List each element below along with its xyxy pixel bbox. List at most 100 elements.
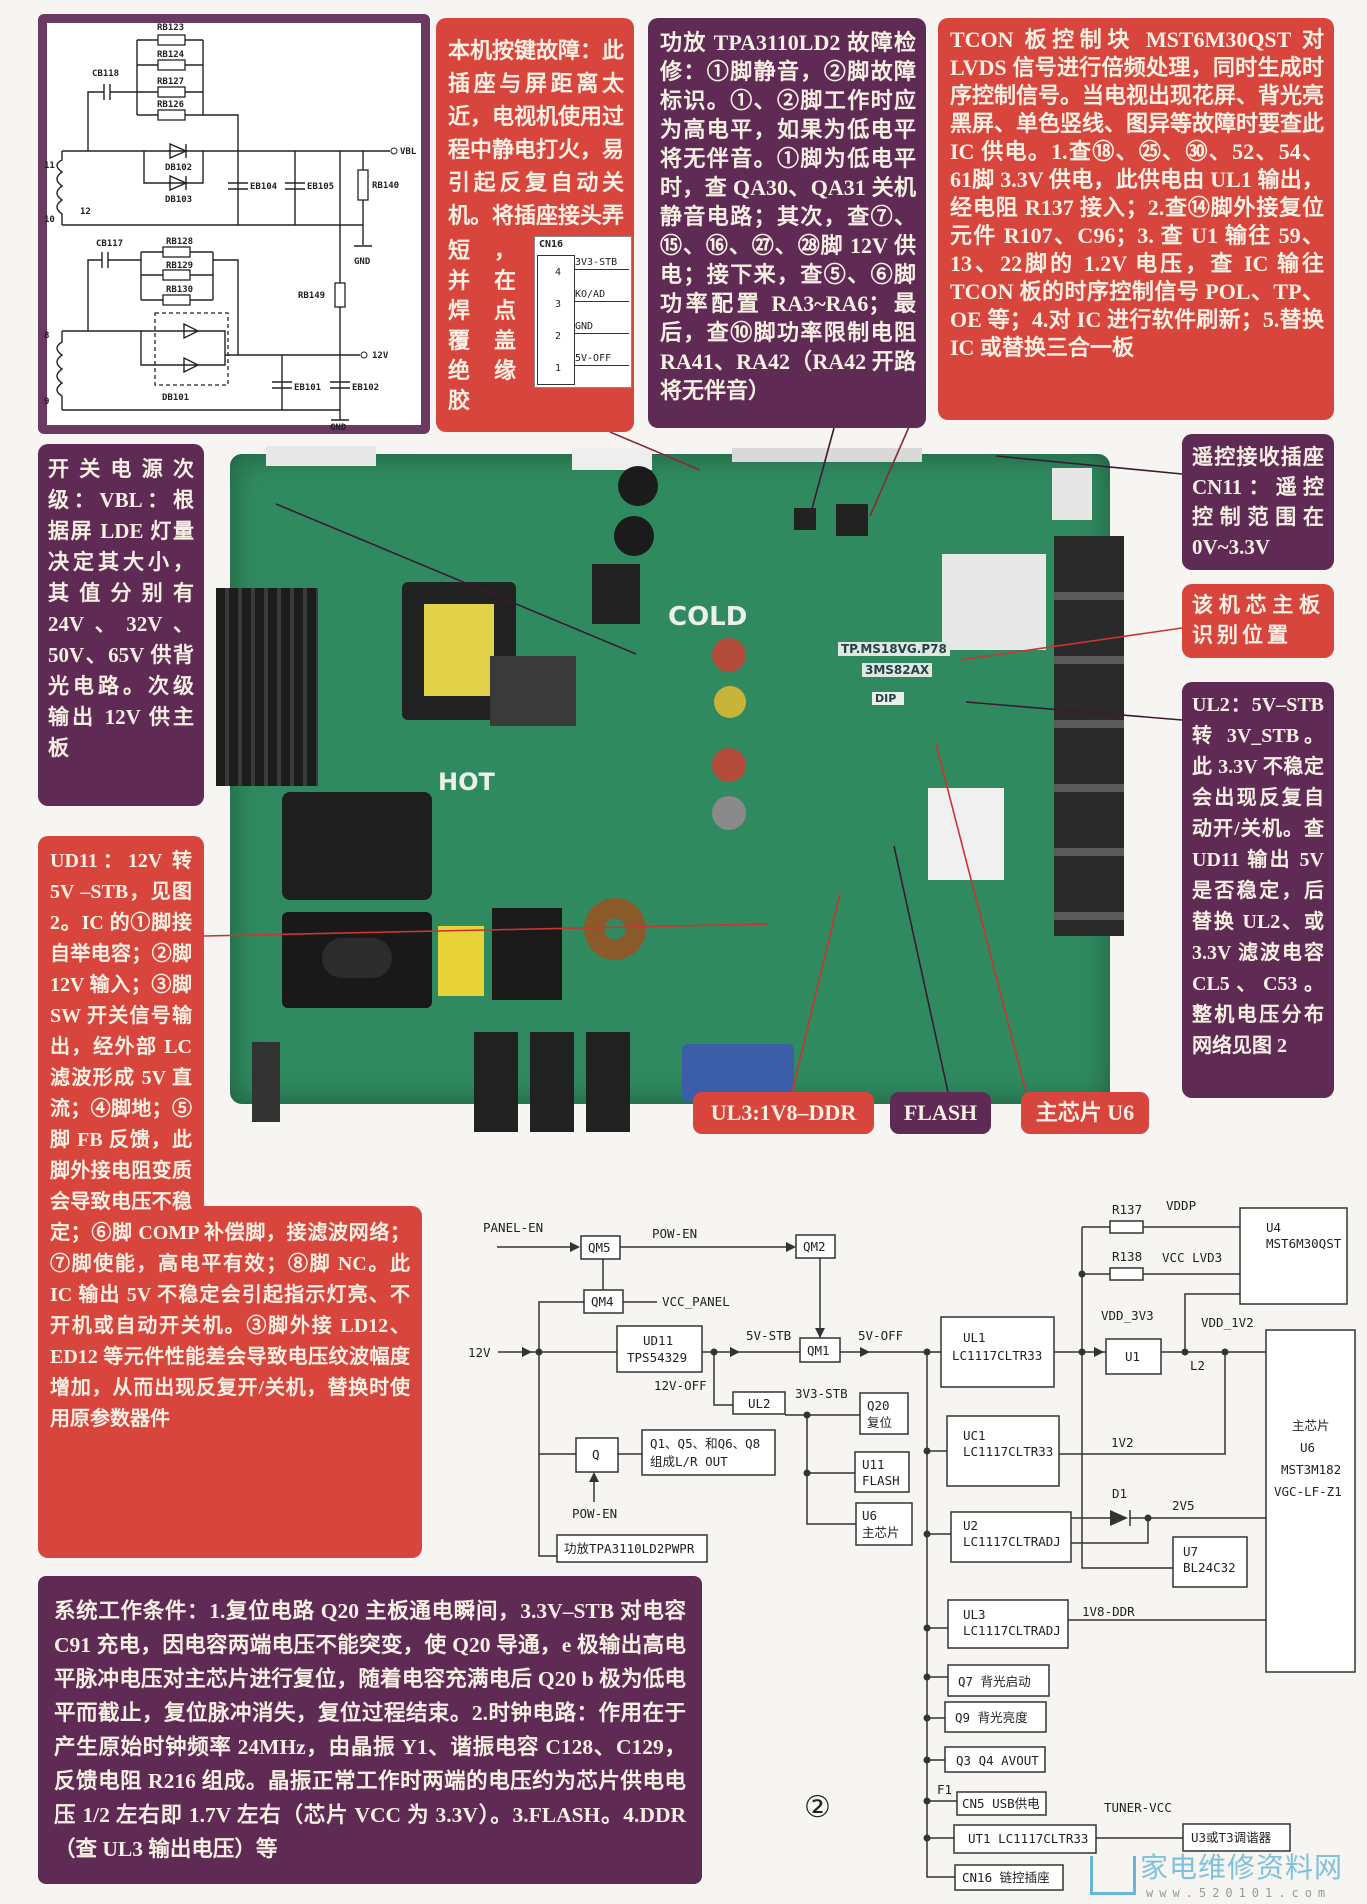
lbl-vdd-3v3: VDD_3V3 [1101, 1308, 1154, 1323]
amp-fault-text: 功放 TPA3110LD2 故障检修：①脚静音，②脚故障标识。①、②脚工作时应为… [660, 30, 916, 403]
block-qm4 [583, 1289, 624, 1314]
pin-name: 5V-OFF [575, 353, 629, 366]
lbl-u11-flash: FLASH [862, 1473, 900, 1488]
block-ud11 [616, 1325, 703, 1373]
cn16-pin: 4 3V3-STB [555, 257, 629, 279]
electrolytic-capacitor [714, 686, 746, 718]
lbl-l2: L2 [1190, 1358, 1205, 1373]
dip-label: DIP [872, 692, 905, 705]
block-qm5 [580, 1235, 621, 1260]
pin-name: 3V3-STB [575, 257, 629, 270]
block-cn16 [954, 1864, 1064, 1891]
lbl-q: Q [592, 1447, 600, 1462]
electrolytic-capacitor [618, 466, 658, 506]
lbl-qm5: QM5 [588, 1240, 611, 1255]
figure-number: ② [804, 1791, 831, 1824]
lbl-vddp: VDDP [1166, 1198, 1196, 1213]
pin-number: 4 [555, 267, 562, 278]
block-u1 [1105, 1338, 1162, 1375]
lbl-q20: Q20 [867, 1398, 890, 1413]
lbl-tuner-vcc: TUNER-VCC [1104, 1800, 1172, 1815]
cn16-connector-diagram: CN16 4 3V3-STB 3 KO/AD 2 GND 1 5V-OFF [534, 236, 632, 388]
lbl-qm1: QM1 [807, 1343, 830, 1358]
psu-secondary-schematic [38, 14, 430, 434]
lbl-12v: 12V [468, 1345, 491, 1360]
pin-number: 3 [555, 299, 562, 310]
psu-secondary-text: 开关电源次级：VBL：根据屏 LDE 灯量决定其大小，其值分别有 24V、32V… [48, 457, 194, 760]
lbl-uc1-part: LC1117CLTR33 [963, 1444, 1053, 1459]
crystal [592, 564, 640, 624]
board-code-label: 3MS82AX [862, 663, 933, 677]
block-u6-main-chip [1265, 1329, 1356, 1673]
lbl-amp: 功放TPA3110LD2PWPR [564, 1541, 695, 1556]
block-q9 [944, 1701, 1047, 1733]
tcon-callout: TCON 板控制块 MST6M30QST 对 LVDS 信号进行倍频处理，同时生… [938, 18, 1334, 420]
lbl-pow-en-2: POW-EN [572, 1506, 617, 1521]
electrolytic-capacitor [614, 516, 654, 556]
block-amp [556, 1534, 708, 1563]
remote-receiver-callout: 遥控接收插座 CN11：遥控控制范围在 0V~3.3V [1182, 434, 1334, 570]
block-q20 [859, 1392, 909, 1435]
block-ul3 [947, 1599, 1069, 1649]
logo-url: www.520101.com [1146, 1886, 1332, 1900]
cold-label: COLD [668, 602, 748, 632]
lbl-q7: Q7 背光启动 [958, 1674, 1031, 1689]
lbl-q20-reset: 复位 [867, 1415, 892, 1430]
lbl-ul1: UL1 [963, 1330, 986, 1345]
lbl-q3-q4: Q3 Q4 AVOUT [956, 1753, 1039, 1768]
lbl-ul2: UL2 [748, 1396, 771, 1411]
resistor-r138 [1109, 1267, 1144, 1281]
electrolytic-capacitor [712, 638, 746, 672]
psu-secondary-callout: 开关电源次级：VBL：根据屏 LDE 灯量决定其大小，其值分别有 24V、32V… [38, 444, 204, 806]
cn16-pin: 2 GND [555, 321, 629, 343]
block-ul1 [940, 1316, 1055, 1388]
rf-jack [252, 1042, 280, 1122]
eeprom-block [942, 554, 1046, 650]
lbl-u4-part: MST6M30QST [1266, 1236, 1342, 1251]
lbl-u1: U1 [1125, 1349, 1140, 1364]
lbl-5v-off: 5V-OFF [858, 1328, 903, 1343]
block-ul2 [732, 1391, 786, 1415]
mosfet-block [490, 656, 576, 726]
block-u6-small [855, 1502, 913, 1546]
lbl-u11: U11 [862, 1457, 885, 1472]
right-side-connectors [1054, 536, 1124, 936]
key-fault-tail-text: 短，并在焊点覆盖绝缘胶 [448, 238, 526, 413]
lbl-main-chip: 主芯片 [1292, 1418, 1330, 1433]
lbl-u4: U4 [1266, 1220, 1281, 1235]
lbl-u7: U7 [1183, 1544, 1198, 1559]
lbl-r138: R138 [1112, 1249, 1142, 1264]
cn16-title: CN16 [539, 239, 564, 250]
lbl-u6: U6 [862, 1508, 877, 1523]
lbl-vcc-panel: VCC_PANEL [662, 1294, 730, 1309]
flash-tag: FLASH [890, 1092, 991, 1134]
ul2-text: UL2：5V–STB 转 3V_STB。此 3.3V 不稳定会出现反复自动开/关… [1192, 694, 1324, 1057]
lbl-pow-en: POW-EN [652, 1226, 697, 1241]
site-logo: 家电维修资料网 www.520101.com [1090, 1852, 1360, 1902]
lbl-vcc-lvd3: VCC LVD3 [1162, 1250, 1222, 1265]
lbl-q9: Q9 背光亮度 [955, 1710, 1028, 1725]
board-id-callout: 该机芯主板识别位置 [1182, 584, 1334, 658]
resistor-r137 [1109, 1220, 1144, 1234]
tcon-text: TCON 板控制块 MST6M30QST 对 LVDS 信号进行倍频处理，同时生… [950, 27, 1325, 360]
ul2-callout: UL2：5V–STB 转 3V_STB。此 3.3V 不稳定会出现反复自动开/关… [1182, 682, 1334, 1098]
electrolytic-capacitor [712, 748, 746, 782]
toroid-inductor [584, 898, 646, 960]
lbl-tps54329: TPS54329 [627, 1350, 687, 1365]
main-chip-heatsink [928, 788, 1004, 880]
ud11-text-lower: 脚外接电阻变质会导致电压不稳定；⑥脚 COMP 补偿脚，接滤波网络；⑦脚使能，高… [50, 1160, 410, 1430]
lbl-f1: F1 [937, 1782, 952, 1797]
lbl-2v5: 2V5 [1172, 1498, 1195, 1513]
block-u11-flash [854, 1451, 910, 1493]
lbl-cn5: CN5 USB供电 [962, 1796, 1040, 1811]
heatsink [216, 588, 318, 786]
board-id-text: 该机芯主板识别位置 [1192, 593, 1324, 647]
top-connector [266, 446, 376, 466]
lbl-ul3-part: LC1117CLTRADJ [963, 1623, 1061, 1638]
lbl-12v-off: 12V-OFF [654, 1378, 707, 1393]
lbl-q-out-2: 组成L/R OUT [650, 1454, 728, 1469]
block-qm1 [799, 1337, 841, 1363]
key-fault-callout: 本机按键故障：此插座与屏距离太近，电视机使用过程中静电打火，易引起反复自动关机。… [436, 18, 634, 432]
pin-name: KO/AD [575, 289, 629, 302]
